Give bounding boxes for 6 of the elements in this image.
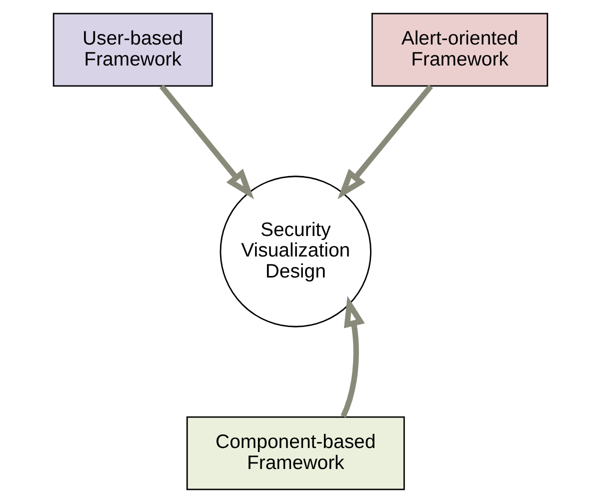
node-box: Component-based Framework	[186, 416, 404, 490]
node-box: User-based Framework	[52, 12, 212, 87]
arrow	[337, 84, 432, 200]
arrow	[158, 84, 254, 200]
arrow	[340, 296, 364, 418]
node-box: Alert-oriented Framework	[370, 12, 548, 87]
